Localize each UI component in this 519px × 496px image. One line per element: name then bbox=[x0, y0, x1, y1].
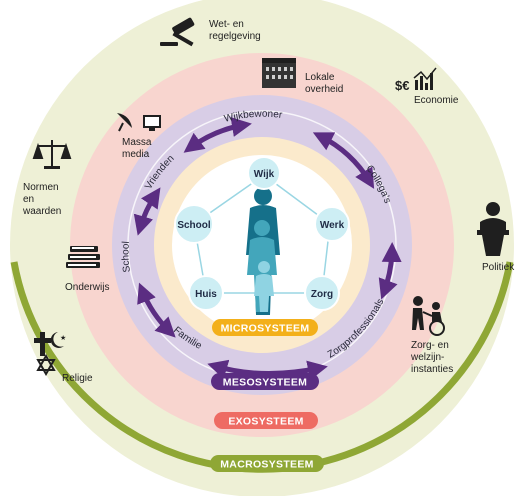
badge-microsysteem: MICROSYSTEEM bbox=[212, 319, 318, 336]
label-normen-line2: en bbox=[23, 194, 34, 205]
badge-exosysteem-label: EXOSYSTEEM bbox=[228, 416, 303, 428]
family-figures-icon bbox=[246, 187, 280, 315]
religion-symbols-icon: ★ bbox=[34, 332, 66, 377]
arrow-wijkbewoner-collegas bbox=[312, 132, 375, 189]
label-zorginst-line3: instanties bbox=[411, 364, 453, 375]
node-wijk-label: Wijk bbox=[254, 169, 275, 180]
badge-macrosysteem: MACROSYSTEEM bbox=[210, 455, 324, 472]
badge-macrosysteem-label: MACROSYSTEEM bbox=[220, 459, 313, 471]
arrow-collegas-zorgprofessionals bbox=[378, 242, 402, 300]
arrow-school-familie bbox=[137, 282, 176, 338]
label-lokale-line2: overheid bbox=[305, 84, 343, 95]
economy-icon: $€ bbox=[395, 67, 437, 93]
label-zorginst-line1: Zorg- en bbox=[411, 340, 449, 351]
node-wijk: Wijk bbox=[247, 156, 281, 190]
books-icon bbox=[66, 246, 100, 268]
politician-icon bbox=[477, 202, 509, 256]
label-normen-line3: waarden bbox=[22, 206, 61, 217]
arrow-vrienden-wijkbewoner bbox=[183, 117, 252, 153]
svg-text:$€: $€ bbox=[395, 78, 409, 93]
government-building-icon bbox=[262, 58, 296, 88]
scales-icon bbox=[32, 140, 72, 169]
arrow-vrienden-school bbox=[133, 187, 161, 236]
meso-label-school: School bbox=[120, 241, 132, 273]
svg-text:★: ★ bbox=[60, 334, 66, 342]
label-massa-line1: Massa bbox=[122, 137, 152, 148]
label-massa-line2: media bbox=[122, 149, 150, 160]
badge-mesosysteem-label: MESOSYSTEEM bbox=[223, 377, 307, 389]
satellite-dish-icon bbox=[117, 113, 132, 132]
label-zorginst-line2: welzijn- bbox=[410, 352, 444, 363]
node-huis: Huis bbox=[188, 275, 224, 311]
badge-mesosysteem: MESOSYSTEEM bbox=[211, 373, 319, 390]
gavel-icon bbox=[160, 17, 195, 47]
node-school: School bbox=[174, 204, 214, 244]
label-religie: Religie bbox=[62, 373, 93, 384]
node-werk-label: Werk bbox=[320, 220, 345, 231]
label-onderwijs: Onderwijs bbox=[65, 282, 109, 293]
caregiver-wheelchair-icon bbox=[412, 296, 445, 336]
label-normen-line1: Normen bbox=[23, 182, 59, 193]
badge-microsysteem-label: MICROSYSTEEM bbox=[221, 323, 310, 335]
label-politiek: Politiek bbox=[482, 262, 515, 273]
badge-exosysteem: EXOSYSTEEM bbox=[214, 412, 318, 429]
label-wet-line2: regelgeving bbox=[209, 31, 261, 42]
node-zorg-label: Zorg bbox=[311, 289, 333, 300]
computer-monitor-icon bbox=[143, 115, 161, 131]
label-economie: Economie bbox=[414, 95, 459, 106]
label-lokale-line1: Lokale bbox=[305, 72, 335, 83]
label-wet-line1: Wet- en bbox=[209, 19, 244, 30]
node-school-label: School bbox=[177, 220, 211, 231]
node-werk: Werk bbox=[314, 206, 350, 242]
node-huis-label: Huis bbox=[195, 289, 217, 300]
node-zorg: Zorg bbox=[304, 275, 340, 311]
